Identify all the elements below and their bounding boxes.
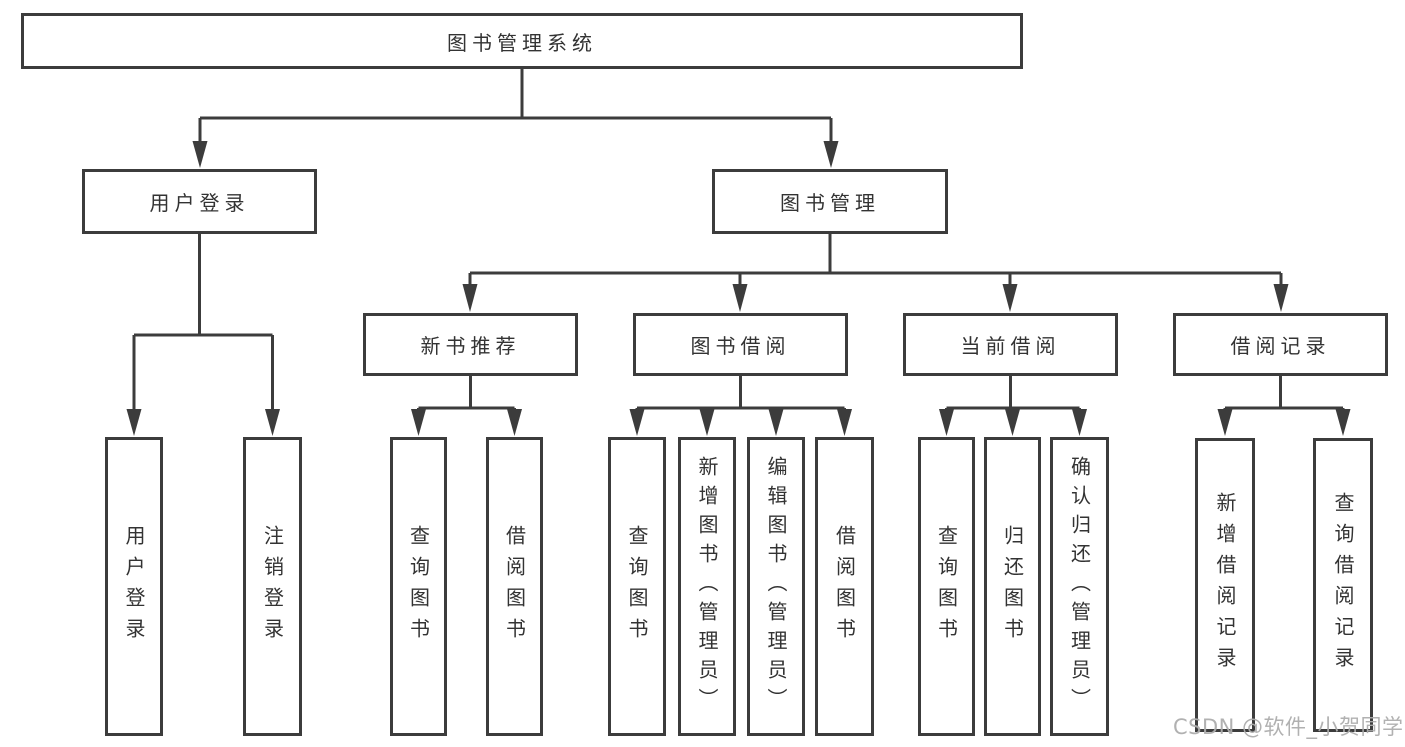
node-label: 查询图书 (625, 524, 649, 649)
node-leaf-bb-edit-books-admin: 编辑图书（管理员） (747, 437, 805, 736)
node-label: 查询借阅记录 (1331, 492, 1355, 678)
arrow-down-icon (768, 409, 784, 436)
node-label: 确认归还（管理员） (1067, 456, 1092, 717)
arrow-down-icon (1273, 284, 1289, 312)
node-label: 查询图书 (934, 524, 959, 649)
connector-root (198, 69, 833, 143)
node-label: 用户登录 (122, 524, 146, 649)
node-book-mgmt: 图书管理 (712, 169, 948, 234)
node-leaf-bb-borrow-books: 借阅图书 (815, 437, 874, 736)
node-leaf-user-login: 用户登录 (105, 437, 163, 736)
node-label: 图书借阅 (690, 334, 791, 358)
arrow-down-icon (265, 409, 280, 436)
connector-book-borrow (635, 376, 846, 414)
arrow-down-icon (837, 409, 852, 436)
node-current-borrow: 当前借阅 (903, 313, 1118, 376)
node-label: 归还图书 (1000, 524, 1025, 649)
connector-borrow-record (1223, 376, 1345, 414)
arrow-down-icon (629, 409, 645, 436)
node-label: 当前借阅 (960, 334, 1061, 358)
node-leaf-cb-confirm-return-admin: 确认归还（管理员） (1050, 437, 1109, 736)
node-label: 新增借阅记录 (1213, 492, 1237, 678)
arrow-down-icon (732, 284, 748, 312)
arrow-down-icon (411, 409, 426, 436)
node-leaf-bb-query-books: 查询图书 (608, 437, 666, 736)
arrow-down-icon (126, 409, 142, 436)
connector-user-login (132, 234, 274, 411)
node-label: 用户登录 (149, 191, 250, 215)
arrow-down-icon (1335, 409, 1351, 436)
node-label: 图书管理系统 (447, 30, 597, 55)
node-root: 图书管理系统 (21, 13, 1023, 69)
node-label: 注销登录 (260, 524, 285, 649)
node-user-login: 用户登录 (82, 169, 317, 234)
arrow-down-icon (1005, 409, 1020, 436)
arrow-down-icon (1002, 284, 1018, 312)
node-label: 图书管理 (780, 191, 880, 215)
arrow-down-icon (939, 409, 954, 436)
csdn-watermark: CSDN @软件_小贺同学 (1173, 715, 1404, 739)
connector-current-borrow (945, 376, 1081, 414)
node-leaf-nbr-borrow-books: 借阅图书 (486, 437, 543, 736)
node-label: 新书推荐 (420, 334, 521, 358)
node-label: 编辑图书（管理员） (764, 456, 788, 717)
node-borrow-record: 借阅记录 (1173, 313, 1388, 376)
arrow-down-icon (823, 141, 839, 168)
node-label: 借阅图书 (502, 524, 527, 649)
node-new-book-rec: 新书推荐 (363, 313, 578, 376)
node-leaf-cb-query-books: 查询图书 (918, 437, 975, 736)
node-label: 借阅图书 (832, 524, 857, 649)
node-label: 查询图书 (406, 524, 431, 649)
node-leaf-cb-return-books: 归还图书 (984, 437, 1041, 736)
arrow-down-icon (192, 141, 208, 168)
node-leaf-logout: 注销登录 (243, 437, 302, 736)
arrow-down-icon (1072, 409, 1087, 436)
connector-book-mgmt (468, 234, 1283, 287)
node-label: 借阅记录 (1230, 334, 1331, 358)
arrow-down-icon (1217, 409, 1233, 436)
node-leaf-br-add-record: 新增借阅记录 (1195, 438, 1255, 732)
connector-new-book-rec (417, 376, 516, 414)
node-label: 新增图书（管理员） (695, 456, 719, 717)
node-leaf-bb-add-books-admin: 新增图书（管理员） (678, 437, 736, 736)
node-leaf-nbr-query-books: 查询图书 (390, 437, 447, 736)
arrow-down-icon (462, 284, 478, 312)
arrow-down-icon (507, 409, 522, 436)
node-book-borrow: 图书借阅 (633, 313, 848, 376)
arrow-down-icon (699, 409, 715, 436)
node-leaf-br-query-record: 查询借阅记录 (1313, 438, 1373, 732)
